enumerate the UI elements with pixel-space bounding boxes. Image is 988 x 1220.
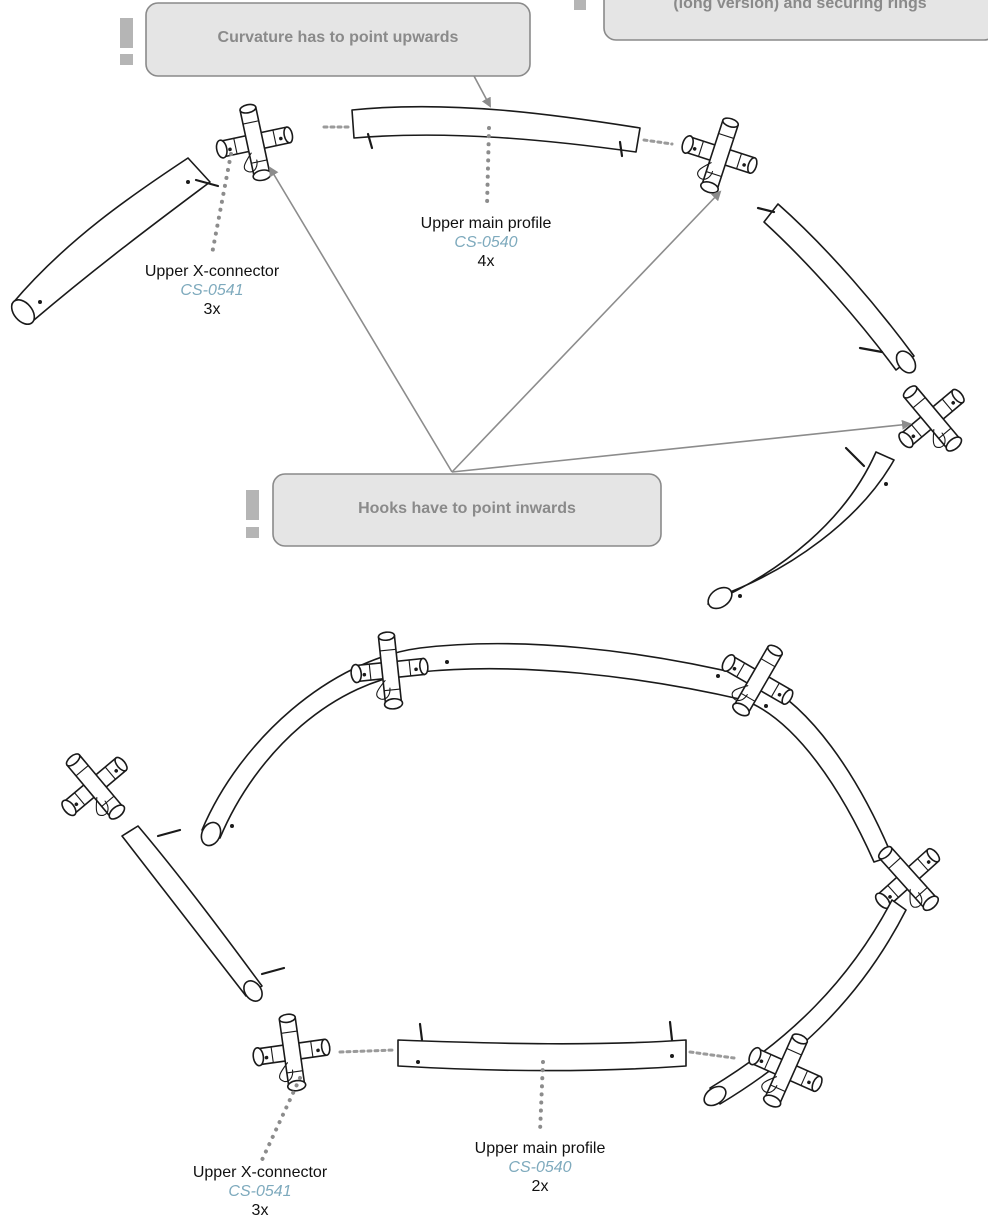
part-code: CS-0540 — [508, 1159, 572, 1176]
part-code: CS-0541 — [180, 282, 244, 299]
label-top-xconnector: Upper X-connector CS-0541 3x — [145, 262, 279, 319]
callout-rings — [574, 0, 988, 41]
label-top-main-profile: Upper main profile CS-0540 4x — [421, 214, 552, 271]
part-name: Upper X-connector — [192, 1164, 328, 1181]
exclamation-icon — [120, 18, 133, 48]
part-qty: 2x — [531, 1178, 549, 1195]
label-bottom-xconnector: Upper X-connector CS-0541 3x — [193, 1163, 327, 1220]
callout-curvature-text: Curvature has to point upwards — [217, 29, 459, 46]
top-assembly — [10, 96, 987, 610]
exclamation-icon — [246, 490, 259, 520]
part-name: Upper X-connector — [144, 263, 280, 280]
part-code: CS-0541 — [228, 1183, 292, 1200]
part-qty: 3x — [203, 301, 221, 318]
bang-icon — [574, 0, 586, 10]
label-bottom-main-profile: Upper main profile CS-0540 2x — [475, 1139, 606, 1196]
part-code: CS-0540 — [454, 234, 518, 251]
callout-hooks-text: Hooks have to point inwards — [358, 500, 576, 517]
part-name: Upper main profile — [420, 215, 552, 232]
part-qty: 3x — [251, 1202, 269, 1219]
part-qty: 4x — [477, 253, 495, 270]
callout-curvature — [120, 2, 531, 108]
part-name: Upper main profile — [474, 1140, 606, 1157]
callout-rings-text: (long version) and securing rings — [673, 0, 927, 12]
callout-hooks — [246, 166, 912, 547]
bottom-assembly — [39, 626, 964, 1162]
